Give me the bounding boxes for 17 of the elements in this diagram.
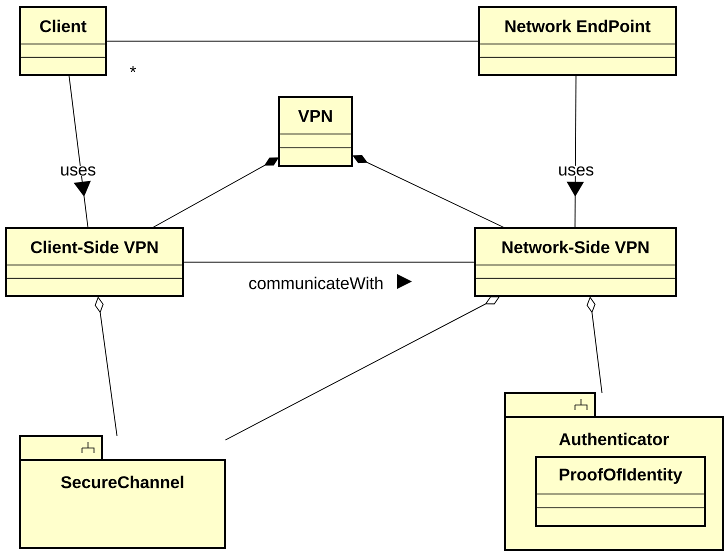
edge-label: uses — [60, 166, 96, 176]
edge-label: uses — [558, 166, 594, 176]
association-line — [106, 40, 480, 42]
class-box: Network EndPoint — [478, 6, 677, 76]
association-line — [224, 296, 500, 440]
association-line — [152, 157, 279, 228]
association-line — [68, 74, 91, 228]
class-box: VPN — [278, 96, 353, 167]
class-box: Client-Side VPN — [5, 227, 184, 297]
class-box: ProofOfIdentity — [535, 456, 706, 527]
edge-label: communicateWith — [248, 276, 384, 290]
association-line — [182, 262, 476, 263]
package-box: SecureChannel — [19, 435, 226, 549]
class-box: Network-Side VPN — [474, 227, 677, 297]
class-box: Client — [19, 6, 107, 76]
association-line — [566, 74, 584, 228]
edge-label: * — [129, 66, 137, 78]
